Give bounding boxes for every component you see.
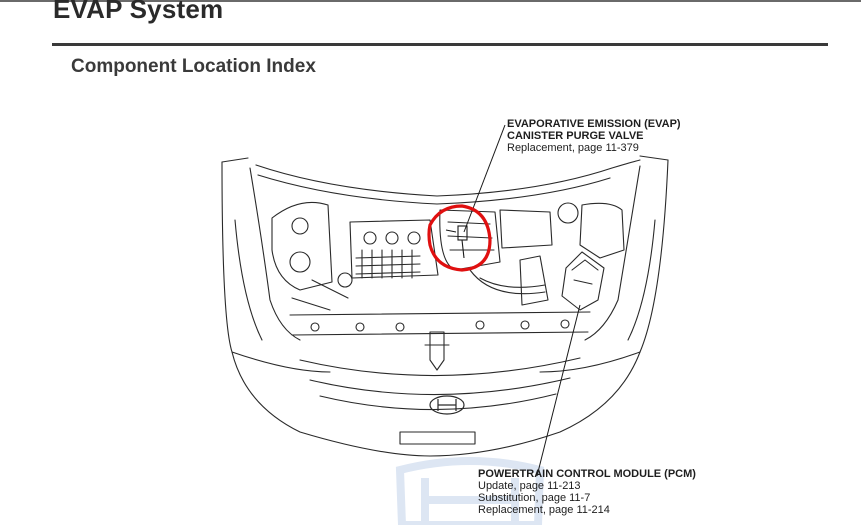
section-title: Component Location Index	[71, 56, 316, 77]
page-title: EVAP System	[53, 0, 224, 24]
title-divider	[52, 43, 828, 46]
evap-leader-line	[463, 124, 506, 233]
substitution-page-link[interactable]: Substitution, page 11-7	[478, 492, 591, 504]
update-page-link[interactable]: Update, page 11-213	[478, 480, 581, 492]
pcm-box	[561, 251, 605, 311]
callout-heading: CANISTER PURGE VALVE	[507, 130, 644, 142]
callout-evap-purge-valve: EVAPORATIVE EMISSION (EVAP) CANISTER PUR…	[507, 118, 681, 154]
honda-watermark-icon	[395, 457, 545, 525]
top-border	[0, 0, 861, 2]
callout-pcm: POWERTRAIN CONTROL MODULE (PCM) Update, …	[478, 468, 696, 516]
hood-edge	[255, 159, 641, 197]
evap-purge-valve-highlight	[427, 204, 492, 272]
purge-valve-icon	[445, 225, 468, 259]
hood-outline	[221, 159, 669, 457]
pcm-leader-line	[536, 304, 581, 477]
callout-heading: EVAPORATIVE EMISSION (EVAP)	[507, 118, 681, 130]
callout-heading: POWERTRAIN CONTROL MODULE (PCM)	[478, 468, 696, 480]
honda-h-emblem-icon	[429, 395, 465, 415]
replacement-page-link[interactable]: Replacement, page 11-379	[507, 142, 639, 154]
replacement-page-link[interactable]: Replacement, page 11-214	[478, 504, 610, 516]
